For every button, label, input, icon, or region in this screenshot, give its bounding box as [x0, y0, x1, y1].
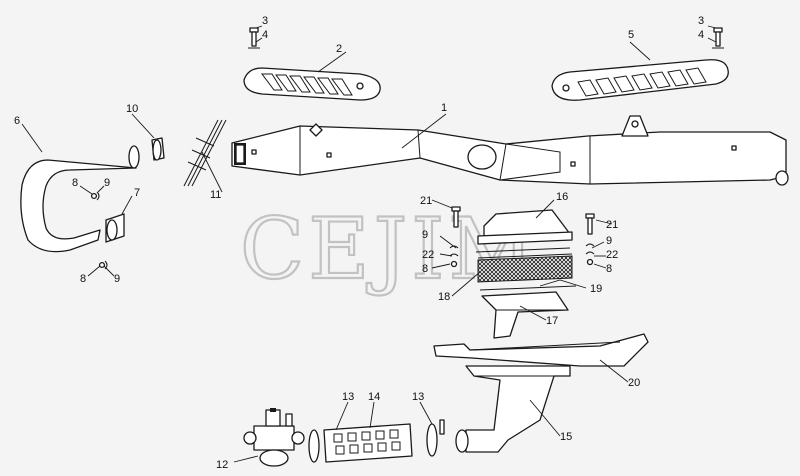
clip-left-lower: [98, 260, 108, 270]
callout-13-right: 13: [412, 391, 424, 403]
callout-8-lower: 8: [80, 273, 86, 285]
gasket-plate-part: [433, 333, 649, 367]
washers-right: [585, 243, 595, 266]
heat-shield-right-part: [551, 59, 729, 101]
callout-19: 19: [590, 283, 602, 295]
callout-22-left: 22: [422, 249, 434, 261]
callout-18: 18: [438, 291, 450, 303]
callout-8-filter-left: 8: [422, 263, 428, 275]
clip-left-upper: [90, 191, 100, 201]
gasket-part: [105, 213, 125, 243]
callout-3-right: 3: [698, 15, 704, 27]
screw-left: [248, 27, 260, 49]
callout-9-filter-left: 9: [422, 229, 428, 241]
callout-3-left: 3: [262, 15, 268, 27]
exhaust-pipe-part: [20, 145, 140, 253]
callout-9-upper: 9: [104, 177, 110, 189]
pipe-clamp-part: [151, 137, 165, 161]
carburetor-part: [243, 408, 305, 467]
spring-part: [183, 119, 227, 187]
callout-2: 2: [336, 43, 342, 55]
callout-9-filter-right: 9: [606, 235, 612, 247]
callout-4-left: 4: [262, 29, 268, 41]
callout-21-left: 21: [420, 195, 432, 207]
callout-15: 15: [560, 431, 572, 443]
callout-20: 20: [628, 377, 640, 389]
callout-7: 7: [134, 187, 140, 199]
callout-10: 10: [126, 103, 138, 115]
hose-clamp-left: [308, 429, 320, 463]
muffler-body-part: [231, 115, 789, 186]
filter-housing-part: [481, 291, 569, 339]
callout-11: 11: [210, 189, 221, 201]
callout-8-upper: 8: [72, 177, 78, 189]
screw-21-right: [585, 213, 595, 235]
callout-17: 17: [546, 315, 558, 327]
watermark: CEJIM: [240, 200, 538, 298]
callout-labels: 1 2 3 3 4 4 5 6 7 8 8 8 8 9 9 9 9 10 11 …: [14, 15, 704, 471]
callout-6: 6: [14, 115, 20, 127]
hose-clamp-right: [426, 419, 445, 457]
callout-16: 16: [556, 191, 568, 203]
callout-14: 14: [368, 391, 380, 403]
callout-4-right: 4: [698, 29, 704, 41]
callout-21-right: 21: [606, 219, 618, 231]
screw-right: [712, 27, 724, 49]
filter-cover-part: [477, 209, 573, 245]
callout-8-filter-right: 8: [606, 263, 612, 275]
callout-5: 5: [628, 29, 634, 41]
callout-9-lower: 9: [114, 273, 120, 285]
intake-elbow-part: [455, 365, 571, 453]
callout-1: 1: [441, 102, 447, 114]
screw-21-left: [451, 206, 461, 228]
filter-element-part: [475, 247, 577, 291]
callout-22-right: 22: [606, 249, 618, 261]
intake-hose-part: [323, 423, 413, 463]
callout-12: 12: [216, 459, 228, 471]
leader-lines: [21, 25, 717, 463]
callout-13-left: 13: [342, 391, 354, 403]
heat-shield-left-part: [243, 67, 381, 101]
